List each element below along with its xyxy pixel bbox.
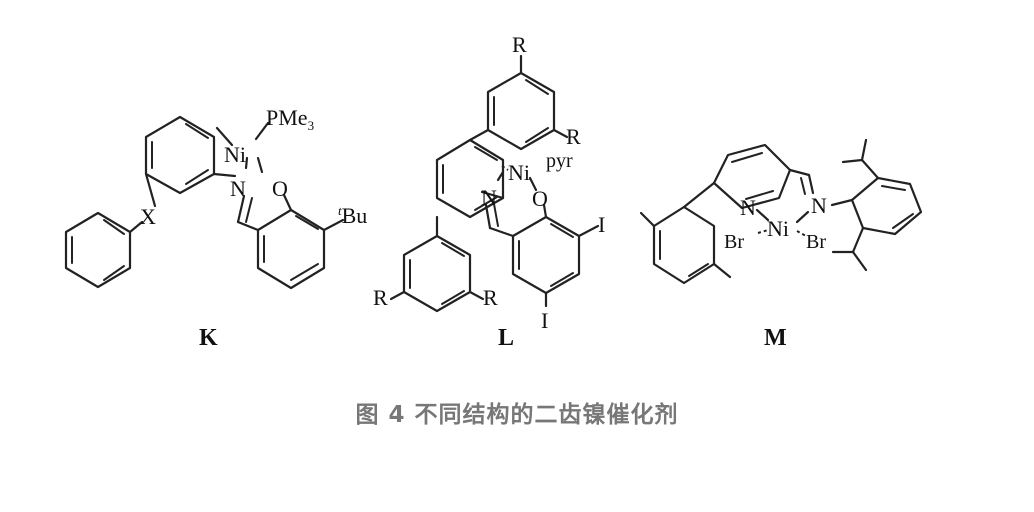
m-n-imine: N	[811, 193, 827, 218]
l-r-bottom-left: R	[373, 285, 388, 310]
k-n-atom: N	[230, 176, 246, 201]
compound-m-label: M	[764, 325, 787, 351]
l-r-bottom-right: R	[483, 285, 498, 310]
k-pme3-label: PMe3	[266, 105, 314, 133]
compound-k-label: K	[199, 325, 218, 351]
k-tbu-label: tBu	[338, 203, 367, 228]
k-x-atom: X	[140, 204, 156, 229]
l-i-bottom: I	[541, 308, 548, 333]
k-o-atom: O	[272, 176, 288, 201]
l-ni-atom: Ni	[508, 160, 530, 185]
m-br-right: Br	[806, 231, 826, 253]
l-n-atom: N	[481, 185, 497, 210]
m-br-left: Br	[724, 231, 744, 253]
l-pyr-label: pyr	[546, 150, 573, 172]
compound-l-label: L	[498, 325, 514, 351]
l-i-right: I	[598, 212, 605, 237]
compound-k: Ni N O X PMe3 tBu K	[64, 105, 367, 351]
figure-caption: 图 4 不同结构的二齿镍催化剂	[355, 402, 679, 428]
l-o-atom: O	[532, 186, 548, 211]
l-r-right: R	[566, 124, 581, 149]
m-n-pyridine: N	[740, 195, 756, 220]
compound-l: R R R R Ni pyr N O I I L	[373, 32, 605, 351]
compound-m: N N Ni Br Br M	[639, 138, 923, 351]
figure-structures: Ni N O X PMe3 tBu K	[64, 32, 923, 351]
l-r-top: R	[512, 32, 527, 57]
k-ni-atom: Ni	[224, 142, 246, 167]
m-ni-atom: Ni	[767, 216, 789, 241]
